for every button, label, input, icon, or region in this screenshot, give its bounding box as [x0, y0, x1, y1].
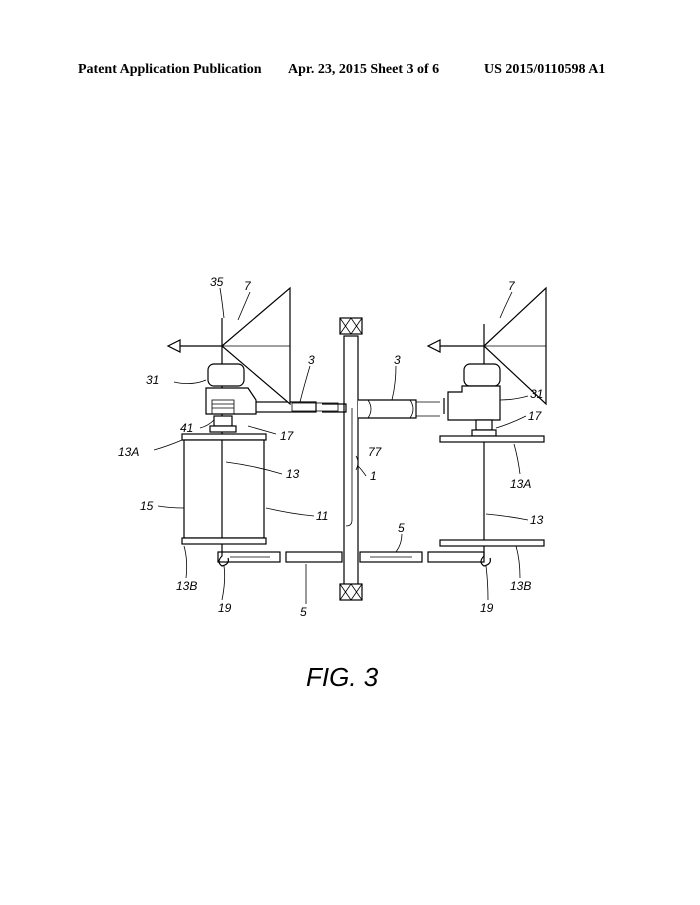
label-31-left: 31	[146, 373, 159, 387]
central-shaft	[340, 318, 362, 600]
figure-caption: FIG. 3	[306, 662, 379, 692]
label-31-right: 31	[530, 387, 543, 401]
label-35: 35	[210, 275, 224, 289]
label-19-left: 19	[218, 601, 232, 615]
label-77: 77	[368, 445, 383, 459]
label-3-left: 3	[308, 353, 315, 367]
label-11: 11	[316, 509, 328, 523]
label-13B-left: 13B	[176, 579, 197, 593]
label-13A-right: 13A	[510, 477, 531, 491]
label-7-left: 7	[244, 279, 252, 293]
label-5-upper: 5	[398, 521, 405, 535]
label-7-right: 7	[508, 279, 516, 293]
label-5-lower: 5	[300, 605, 307, 619]
reference-labels: 35 7 7 3 3 31 31 41 17 17 13A 13A 77 1 1…	[118, 275, 544, 619]
label-13B-right: 13B	[510, 579, 531, 593]
right-turbine-assembly	[428, 288, 546, 566]
label-1: 1	[370, 469, 377, 483]
label-19-right: 19	[480, 601, 494, 615]
label-17-right: 17	[528, 409, 543, 423]
label-41: 41	[180, 421, 193, 435]
upper-arm-right	[358, 400, 440, 418]
bottom-bearing	[340, 584, 362, 600]
label-15: 15	[140, 499, 154, 513]
label-17-left: 17	[280, 429, 295, 443]
label-3-right: 3	[394, 353, 401, 367]
label-13-left: 13	[286, 467, 300, 481]
label-13-right: 13	[530, 513, 544, 527]
label-13A-left: 13A	[118, 445, 139, 459]
top-bearing	[340, 318, 362, 334]
